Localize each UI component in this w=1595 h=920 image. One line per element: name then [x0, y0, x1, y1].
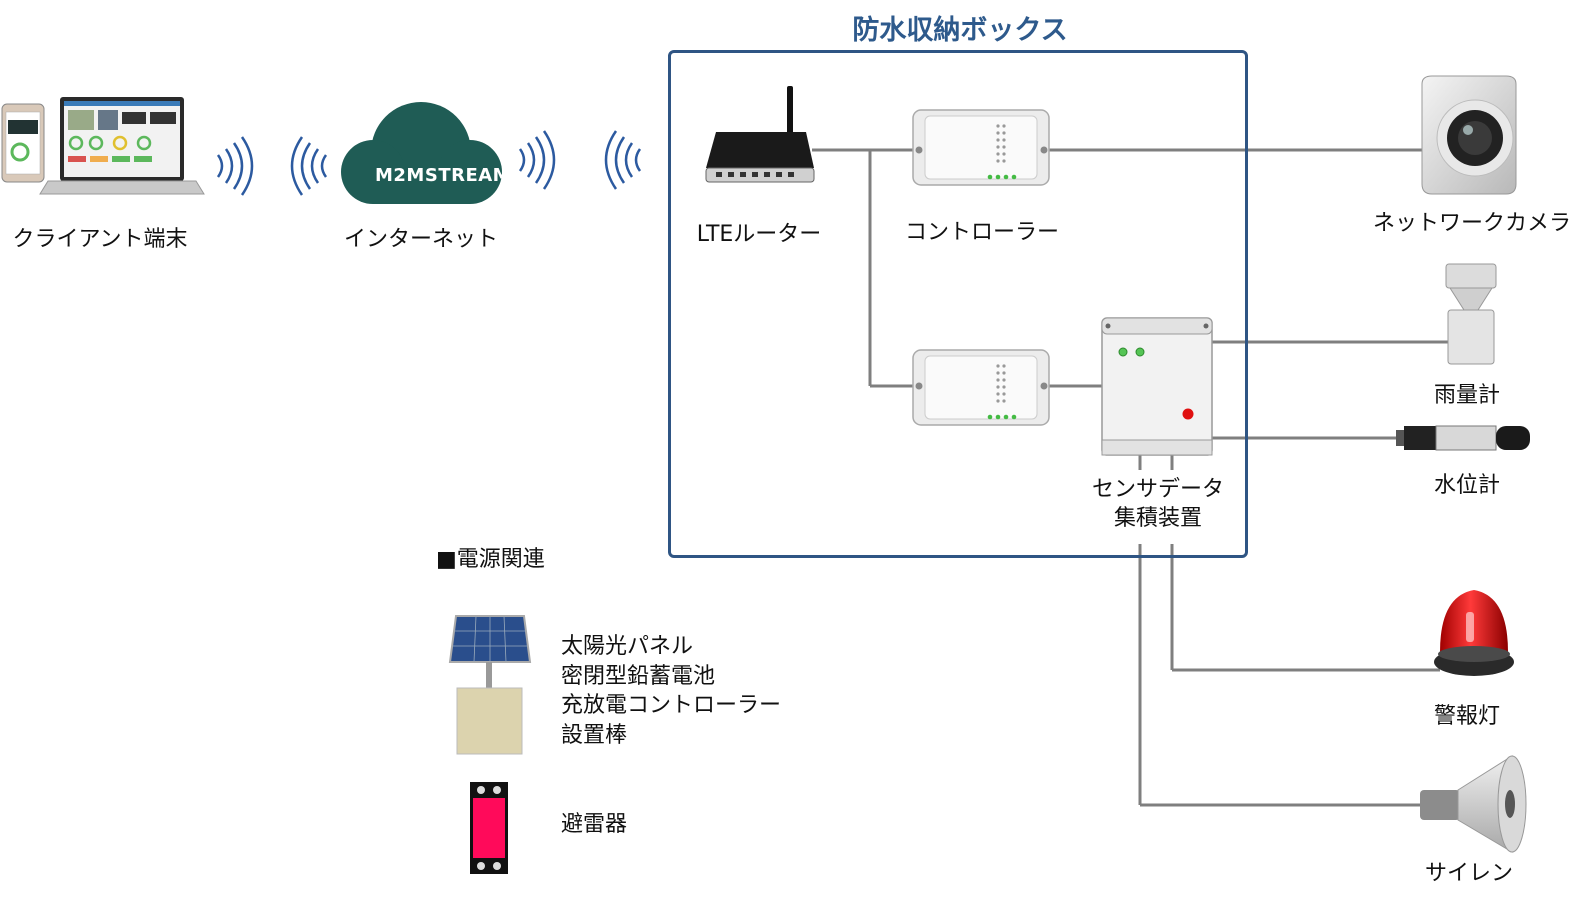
- network-camera-icon: [1421, 75, 1517, 195]
- controller-label: コントローラー: [904, 220, 1060, 245]
- controller-device-icon: [912, 109, 1050, 186]
- arrester-label: 避雷器: [561, 812, 628, 837]
- wifi-signal-icon: [216, 136, 254, 196]
- warning-light-icon: [1434, 590, 1514, 676]
- cloud-brand-text: M2MSTREAM: [375, 165, 512, 186]
- router-icon: [705, 86, 815, 183]
- laptop-icon: [39, 97, 205, 195]
- power-heading: ■電源関連: [436, 547, 545, 572]
- wifi-signal-icon: [604, 130, 642, 190]
- rain-gauge-label: 雨量計: [1433, 383, 1501, 408]
- aggregator-label-line2: 集積装置: [1113, 505, 1203, 531]
- cloud-icon: [341, 102, 502, 204]
- connection-lines: [812, 148, 1450, 807]
- router-label: LTEルーター: [696, 222, 822, 247]
- siren-icon: [1420, 755, 1527, 853]
- solar-item: 充放電コントローラー: [561, 693, 782, 718]
- aggregator-label-line1: センサデータ: [1091, 477, 1225, 502]
- client-label: クライアント端末: [12, 227, 188, 252]
- phone-icon: [1, 103, 45, 183]
- solar-items-list: 太陽光パネル 密閉型鉛蓄電池 充放電コントローラー 設置棒: [561, 632, 781, 750]
- solar-panel-icon: [448, 615, 532, 755]
- water-level-sensor-icon: [1396, 425, 1530, 451]
- solar-item: 太陽光パネル: [561, 634, 694, 659]
- waterproof-box: [668, 50, 1248, 558]
- rain-gauge-icon: [1445, 263, 1497, 365]
- wifi-signal-icon: [290, 136, 328, 196]
- water-level-label: 水位計: [1433, 473, 1501, 498]
- siren-label: サイレン: [1424, 861, 1514, 886]
- solar-item: 設置棒: [561, 722, 628, 748]
- camera-label: ネットワークカメラ: [1372, 211, 1572, 236]
- controller-device-icon: [912, 349, 1050, 426]
- warning-light-label: 警報灯: [1433, 704, 1501, 729]
- wifi-signal-icon: [518, 130, 556, 190]
- solar-item: 密閉型鉛蓄電池: [561, 663, 716, 689]
- box-title: 防水収納ボックス: [852, 15, 1068, 46]
- lightning-arrester-icon: [470, 782, 508, 874]
- internet-label: インターネット: [343, 227, 499, 252]
- aggregator-label: センサデータ 集積装置: [1092, 476, 1224, 533]
- aggregator-device-icon: [1101, 317, 1213, 456]
